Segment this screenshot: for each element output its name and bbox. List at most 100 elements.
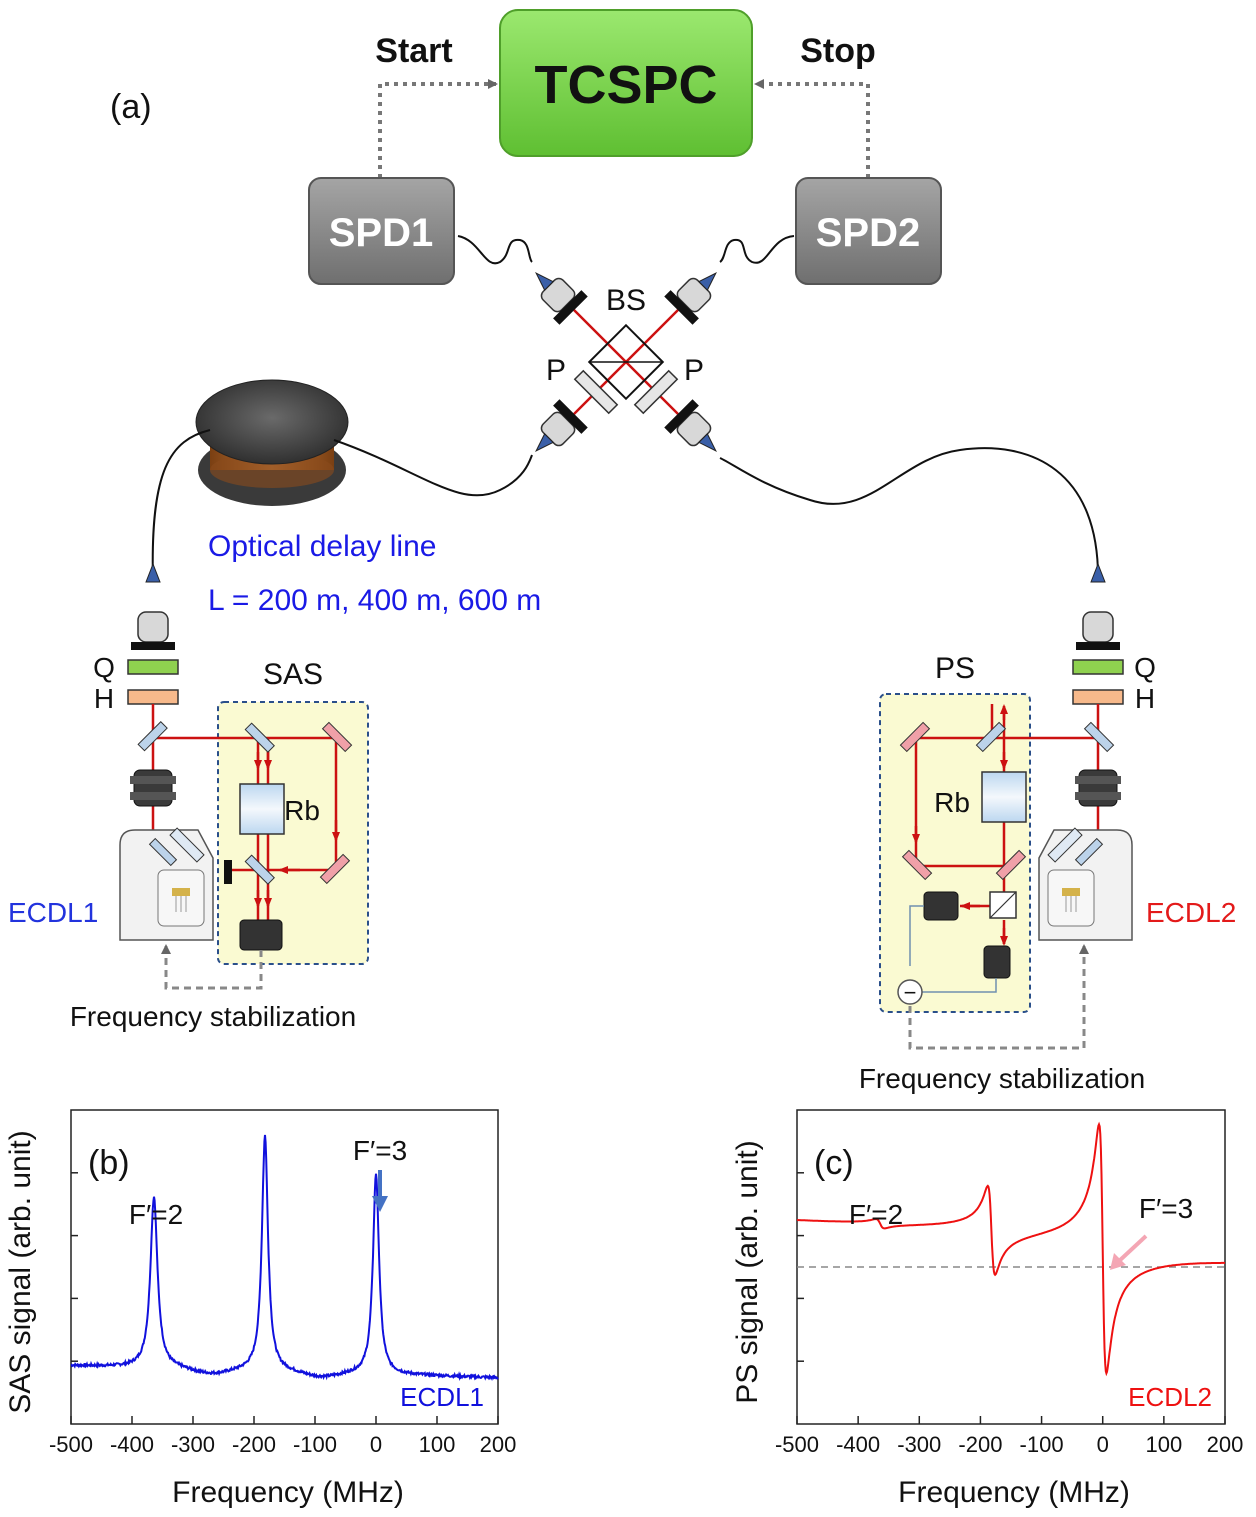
spd1-label: SPD1 <box>329 211 434 255</box>
right-optics <box>899 721 1115 919</box>
freq-stab-left-label: Frequency stabilization <box>70 1001 356 1032</box>
polarizer-left-label: P <box>546 354 566 387</box>
spd1-box: SPD1 <box>308 177 455 285</box>
tcspc-box: TCSPC <box>499 9 753 157</box>
subtractor-icon <box>897 979 923 1005</box>
chart-b-annotation-f2: F′=2 <box>129 1199 183 1230</box>
chart-c-annotation-f2: F′=2 <box>849 1199 903 1230</box>
half-wave-plate-left <box>127 689 179 705</box>
rb-cell-left <box>239 783 285 835</box>
right-beam-arrows <box>912 704 1008 946</box>
stop-label: Stop <box>800 32 876 70</box>
h-left-label: H <box>94 683 114 714</box>
rb-left-label: Rb <box>284 795 320 826</box>
chart-c-f3-arrowhead <box>1110 1253 1126 1270</box>
freq-stab-right-arrow <box>908 944 1089 1050</box>
left-optics <box>137 721 353 885</box>
chart-b-xlabel: Frequency (MHz) <box>172 1476 404 1509</box>
chart-b-xtick-label: -500 <box>49 1432 93 1457</box>
chart-c-xtick-label: 100 <box>1145 1432 1182 1457</box>
half-wave-plate-right <box>1072 689 1124 705</box>
start-arrow <box>378 79 498 178</box>
beam-splitter <box>587 323 665 401</box>
rb-right-label: Rb <box>934 787 970 818</box>
chart-c-xtick-label: 200 <box>1207 1432 1244 1457</box>
chart-b-xtick-label: -100 <box>293 1432 337 1457</box>
chart-c-xtick-label: -400 <box>836 1432 880 1457</box>
photodetector-left <box>239 919 283 951</box>
chart-c-xtick-label: 0 <box>1097 1432 1109 1457</box>
left-beam-arrows <box>254 752 340 908</box>
q-left-label: Q <box>93 652 115 683</box>
chart-b-xtick-label: 0 <box>370 1432 382 1457</box>
chart-c-series-label: ECDL2 <box>1128 1382 1212 1412</box>
rb-cell-right <box>981 771 1027 823</box>
photodetector-right-1 <box>923 891 959 921</box>
chart-c-ylabel: PS signal (arb. unit) <box>731 1140 764 1403</box>
right-fiber-coupler <box>1076 562 1120 650</box>
quarter-wave-plate-left <box>127 659 179 675</box>
chart-c-xtick-label: -200 <box>958 1432 1002 1457</box>
freq-stab-left-arrow <box>161 944 263 990</box>
ecdl1-label: ECDL1 <box>8 897 98 928</box>
h-right-label: H <box>1135 683 1155 714</box>
q-right-label: Q <box>1134 652 1156 683</box>
subtractor-circuit <box>909 905 997 993</box>
fiber-delay-right <box>333 439 533 497</box>
coupler-top-left <box>535 272 588 325</box>
bs-label: BS <box>606 284 646 317</box>
chart-b-xtick-label: 100 <box>419 1432 456 1457</box>
chart-b-series-ecdl1 <box>70 1134 499 1382</box>
fiber-ecdl2 <box>719 447 1100 583</box>
chart-b-series-label: ECDL1 <box>400 1382 484 1412</box>
ps-box-label: PS <box>935 652 975 685</box>
coupler-bottom-left <box>535 399 588 452</box>
spd2-box: SPD2 <box>795 177 942 285</box>
fiber-spd1 <box>457 235 533 265</box>
coupler-bottom-right <box>664 399 717 452</box>
isolator-right <box>1075 769 1121 807</box>
panel-a-label: (a) <box>110 88 152 126</box>
spd2-label: SPD2 <box>816 211 921 255</box>
sas-box-label: SAS <box>263 658 323 691</box>
chart-b-xtick-label: -200 <box>232 1432 276 1457</box>
polarizer-right-label: P <box>684 354 704 387</box>
chart-c-panel-label: (c) <box>814 1144 854 1182</box>
fiber-spool-icon <box>195 379 349 506</box>
photodetector-right-2 <box>983 945 1011 979</box>
ecdl2-label: ECDL2 <box>1146 897 1236 928</box>
quarter-wave-plate-right <box>1072 659 1124 675</box>
stop-arrow <box>754 79 870 178</box>
minus-symbol: − <box>904 980 917 1005</box>
fiber-delay-left <box>151 429 211 583</box>
chart-c-f3-arrow <box>1116 1234 1148 1264</box>
chart-c-series-ecdl2 <box>797 1121 1225 1377</box>
polarizer-right <box>633 369 679 415</box>
left-fiber-coupler <box>131 562 175 650</box>
chart-b-ylabel: SAS signal (arb. unit) <box>4 1130 37 1413</box>
chart-b-panel-label: (b) <box>88 1144 130 1182</box>
ecdl2-housing <box>1038 827 1133 941</box>
isolator-left <box>130 769 176 807</box>
ecdl1-housing <box>119 827 214 941</box>
chart-b-f3-arrowhead <box>372 1196 388 1212</box>
chart-c-xtick-label: -500 <box>775 1432 819 1457</box>
tcspc-label: TCSPC <box>534 55 717 115</box>
freq-stab-right-label: Frequency stabilization <box>859 1063 1145 1094</box>
delay-line-lengths: L = 200 m, 400 m, 600 m <box>208 584 541 617</box>
chart-c-xlabel: Frequency (MHz) <box>898 1476 1130 1509</box>
chart-c-xtick-label: -100 <box>1020 1432 1064 1457</box>
chart-b-xtick-label: 200 <box>480 1432 517 1457</box>
chart-b-xtick-label: -400 <box>110 1432 154 1457</box>
polarizer-left <box>573 369 619 415</box>
delay-line-title: Optical delay line <box>208 530 436 563</box>
fiber-spd2 <box>719 235 795 264</box>
chart-c: -500 -400 -300 -200 -100 0 100 200 (c) F′=2 F′=… <box>731 1109 1244 1509</box>
start-label: Start <box>375 32 452 70</box>
chart-c-ticks: -500 -400 -300 -200 -100 0 100 200 <box>775 1172 1244 1457</box>
chart-c-xtick-label: -300 <box>897 1432 941 1457</box>
chart-b-annotation-f3: F′=3 <box>353 1135 407 1166</box>
chart-c-annotation-f3: F′=3 <box>1139 1193 1193 1224</box>
